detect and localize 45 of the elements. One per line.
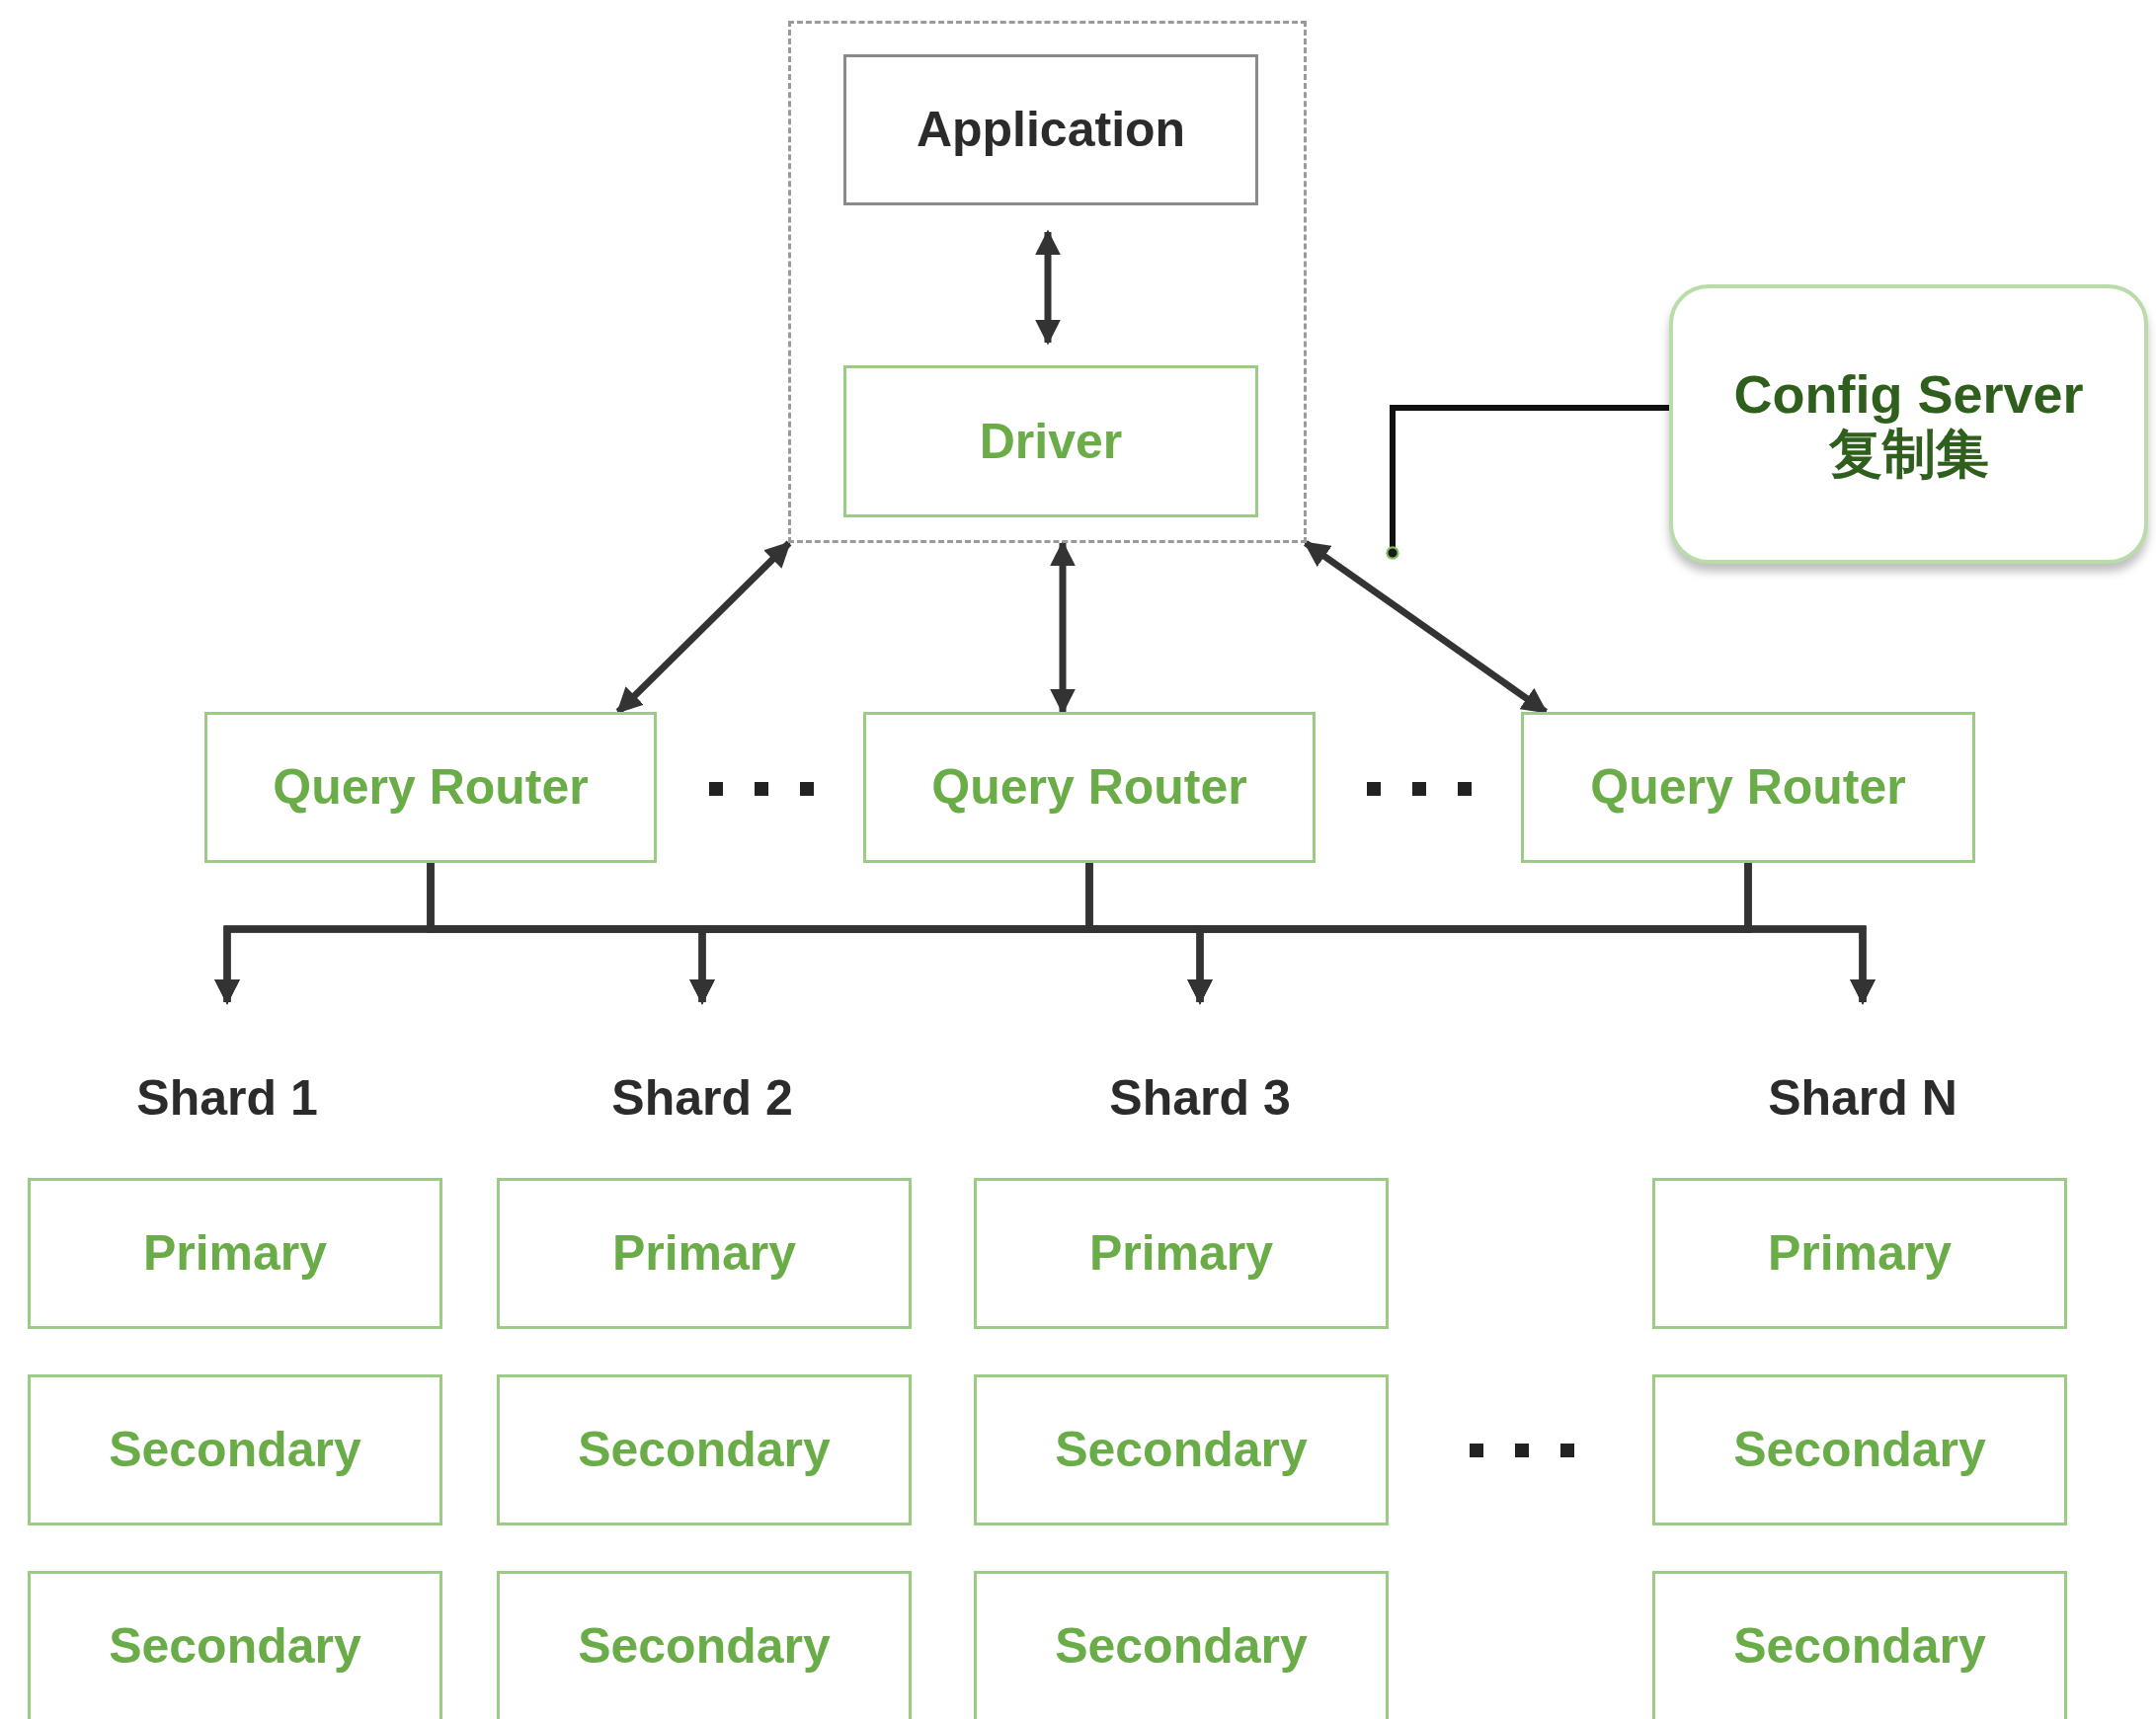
query-router-label: Query Router [273, 758, 589, 817]
query-router-box [1521, 712, 1975, 863]
config-server-box [1669, 284, 2148, 564]
primary-box [1652, 1178, 2067, 1329]
primary-box [497, 1178, 912, 1329]
primary-label: Primary [1767, 1224, 1953, 1283]
secondary-box [974, 1374, 1389, 1525]
primary-label: Primary [611, 1224, 797, 1283]
secondary-label: Secondary [578, 1617, 831, 1676]
secondary-label: Secondary [109, 1617, 361, 1676]
config-server-label: 复制集 [1828, 424, 1989, 483]
config-server-label: Config Server [1733, 365, 2084, 425]
secondary-box [1652, 1571, 2067, 1719]
primary-box [28, 1178, 442, 1329]
secondary-label: Secondary [1055, 1617, 1308, 1676]
arrow [1035, 229, 1061, 346]
shard-label: Shard 1 [79, 1002, 375, 1135]
secondary-label: Secondary [1733, 1421, 1986, 1479]
secondary-label: Secondary [109, 1421, 361, 1479]
driver-box [843, 365, 1258, 517]
shard-label: Shard 2 [554, 1002, 850, 1135]
secondary-box [497, 1571, 912, 1719]
query-router-label: Query Router [931, 758, 1247, 817]
application-label: Application [916, 101, 1186, 159]
primary-box [974, 1178, 1389, 1329]
shard-label: Shard N [1715, 1002, 2011, 1135]
secondary-label: Secondary [1733, 1617, 1986, 1676]
secondary-box [497, 1374, 912, 1525]
connector-line [1386, 405, 1669, 560]
shard-label: Shard 3 [1052, 1002, 1348, 1135]
primary-label: Primary [142, 1224, 328, 1283]
query-router-box [863, 712, 1316, 863]
query-router-box [204, 712, 657, 863]
application-box [843, 54, 1258, 205]
secondary-box [974, 1571, 1389, 1719]
secondary-box [1652, 1374, 2067, 1525]
secondary-box [28, 1571, 442, 1719]
primary-label: Primary [1088, 1224, 1274, 1283]
arrow [1744, 863, 1876, 1005]
secondary-label: Secondary [578, 1421, 831, 1479]
driver-label: Driver [979, 412, 1123, 471]
query-router-label: Query Router [1590, 758, 1906, 817]
secondary-label: Secondary [1055, 1421, 1308, 1479]
dashed-group-box [788, 21, 1307, 543]
secondary-box [28, 1374, 442, 1525]
